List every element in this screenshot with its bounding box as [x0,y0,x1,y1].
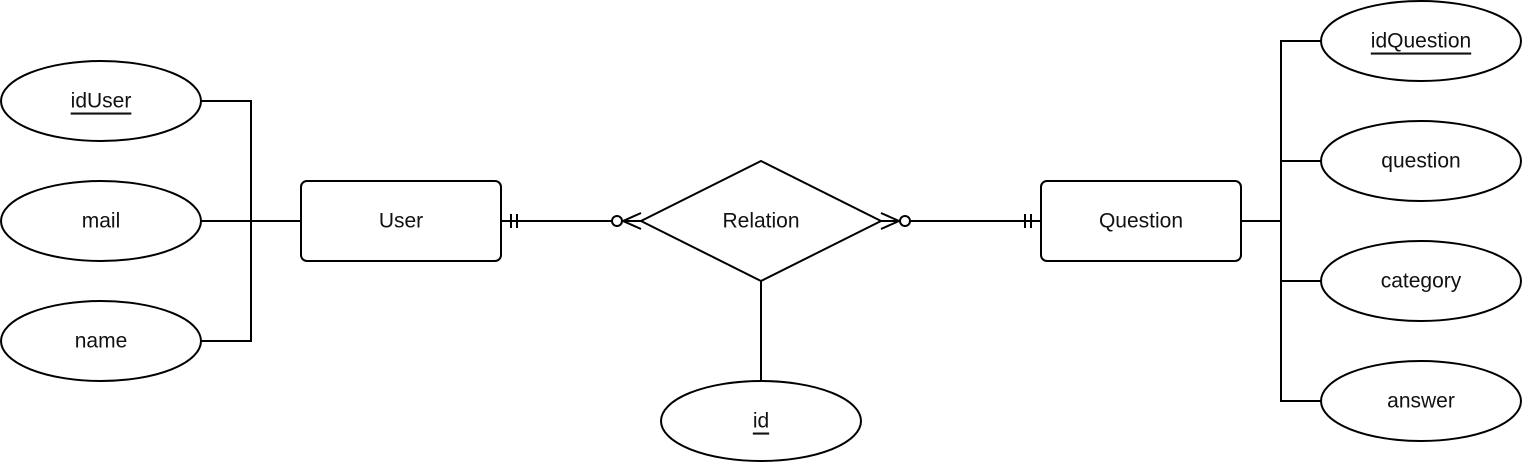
entity-user-label: User [379,210,423,233]
connector-answer [1280,221,1321,402]
mandatory-one-marker-user [510,214,518,228]
relationship-relation-label: Relation [722,210,799,233]
attribute-question-label: question [1381,150,1460,173]
entity-question-label: Question [1099,210,1183,233]
entity-question[interactable]: Question [1040,180,1242,262]
question-attribute-connectors [1241,40,1321,402]
attribute-question[interactable]: question [1320,120,1522,202]
many-marker-relation-left [620,212,642,230]
mandatory-one-marker-question [1024,214,1032,228]
connector-iduser [201,100,252,221]
attribute-category[interactable]: category [1320,240,1522,322]
attribute-mail[interactable]: mail [0,180,202,262]
attribute-relation-id[interactable]: id [660,380,862,462]
connector-idquestion [1280,40,1321,221]
attribute-mail-label: mail [82,210,121,233]
user-relation-link [501,212,642,230]
zero-marker-relation-left [611,215,623,227]
attribute-answer-label: answer [1387,390,1455,413]
user-attribute-connectors [201,100,301,342]
attribute-idquestion-label: idQuestion [1371,30,1471,53]
attribute-name[interactable]: name [0,300,202,382]
attribute-category-label: category [1381,270,1462,293]
attribute-iduser[interactable]: idUser [0,60,202,142]
attribute-iduser-label: idUser [71,90,132,113]
relation-question-link [880,212,1041,230]
relationship-relation[interactable]: Relation [638,159,884,283]
attribute-answer[interactable]: answer [1320,360,1522,442]
attribute-idquestion[interactable]: idQuestion [1320,0,1522,82]
entity-user[interactable]: User [300,180,502,262]
attribute-relation-id-label: id [753,410,769,433]
zero-marker-relation-right [899,215,911,227]
connector-name [201,221,252,342]
many-marker-relation-right [880,212,902,230]
attribute-name-label: name [75,330,128,353]
